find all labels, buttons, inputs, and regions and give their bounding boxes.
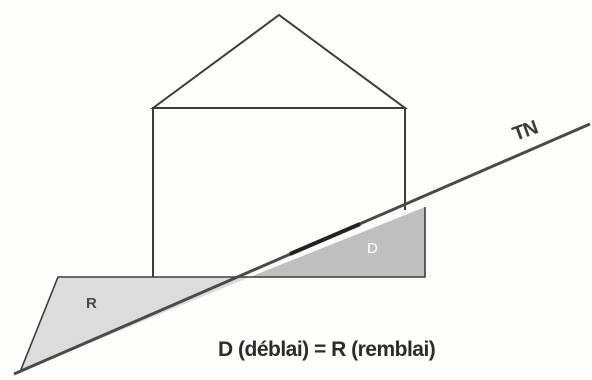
house-roof <box>149 13 409 109</box>
remblai-zone <box>20 277 250 372</box>
deblai-outline <box>250 207 426 278</box>
remblai-outline <box>19 276 250 373</box>
equation-caption: D (déblai) = R (remblai) <box>218 338 436 361</box>
deblai-marker: D <box>367 240 378 257</box>
remblai-marker: R <box>86 295 97 312</box>
deblai-zone <box>250 207 425 277</box>
terrain-line-highlight <box>289 222 361 256</box>
